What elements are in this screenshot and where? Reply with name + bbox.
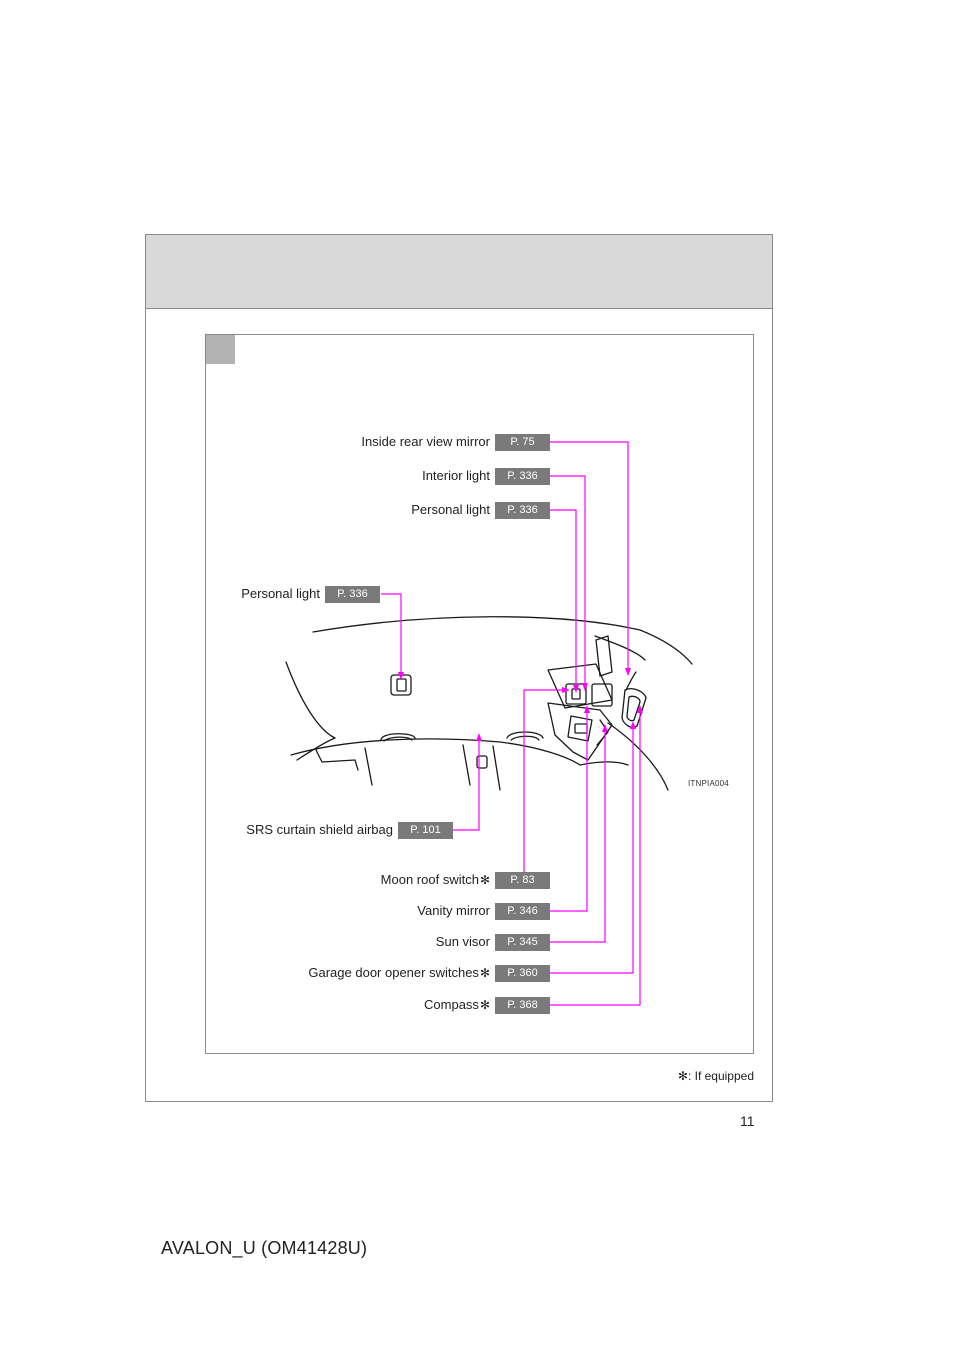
compass-text: Compass [424,997,479,1012]
sun-visor-label: Sun visor [435,934,490,949]
garage-door-opener-label: Garage door opener switches✻ [308,965,490,981]
garage-door-opener-text: Garage door opener switches [308,965,479,980]
interior-light-label: Interior light [422,468,490,483]
vanity-mirror-label: Vanity mirror [417,903,490,918]
personal-light-front-label: Personal light [411,502,490,517]
inside-rear-view-mirror-label: Inside rear view mirror [361,434,490,449]
moon-roof-switch-page-ref[interactable]: P. 83 [495,872,550,889]
page-frame [145,234,773,1102]
garage-door-opener-page-ref[interactable]: P. 360 [495,965,550,982]
diagram-frame [205,334,754,1054]
header-band [146,235,772,309]
sun-visor-page-ref[interactable]: P. 345 [495,934,550,951]
compass-label: Compass✻ [424,997,490,1013]
section-tab [206,335,235,364]
diagram-code: ITNPIA004 [688,779,729,788]
srs-curtain-airbag-page-ref[interactable]: P. 101 [398,822,453,839]
personal-light-rear-page-ref[interactable]: P. 336 [325,586,380,603]
compass-page-ref[interactable]: P. 368 [495,997,550,1014]
footnote-star-icon: ✻ [677,1069,688,1083]
personal-light-rear-label: Personal light [241,586,320,601]
equipped-star-icon: ✻ [479,998,490,1012]
moon-roof-switch-text: Moon roof switch [380,872,479,887]
manual-code: AVALON_U (OM41428U) [161,1238,368,1258]
inside-rear-view-mirror-page-ref[interactable]: P. 75 [495,434,550,451]
interior-light-page-ref[interactable]: P. 336 [495,468,550,485]
equipped-star-icon: ✻ [479,873,490,887]
srs-curtain-airbag-label: SRS curtain shield airbag [246,822,393,837]
vanity-mirror-page-ref[interactable]: P. 346 [495,903,550,920]
moon-roof-switch-label: Moon roof switch✻ [381,872,490,888]
footnote-text: : If equipped [687,1069,754,1083]
page-number: 11 [740,1113,755,1129]
footnote: ✻: If equipped [678,1069,754,1083]
equipped-star-icon: ✻ [479,966,490,980]
personal-light-front-page-ref[interactable]: P. 336 [495,502,550,519]
